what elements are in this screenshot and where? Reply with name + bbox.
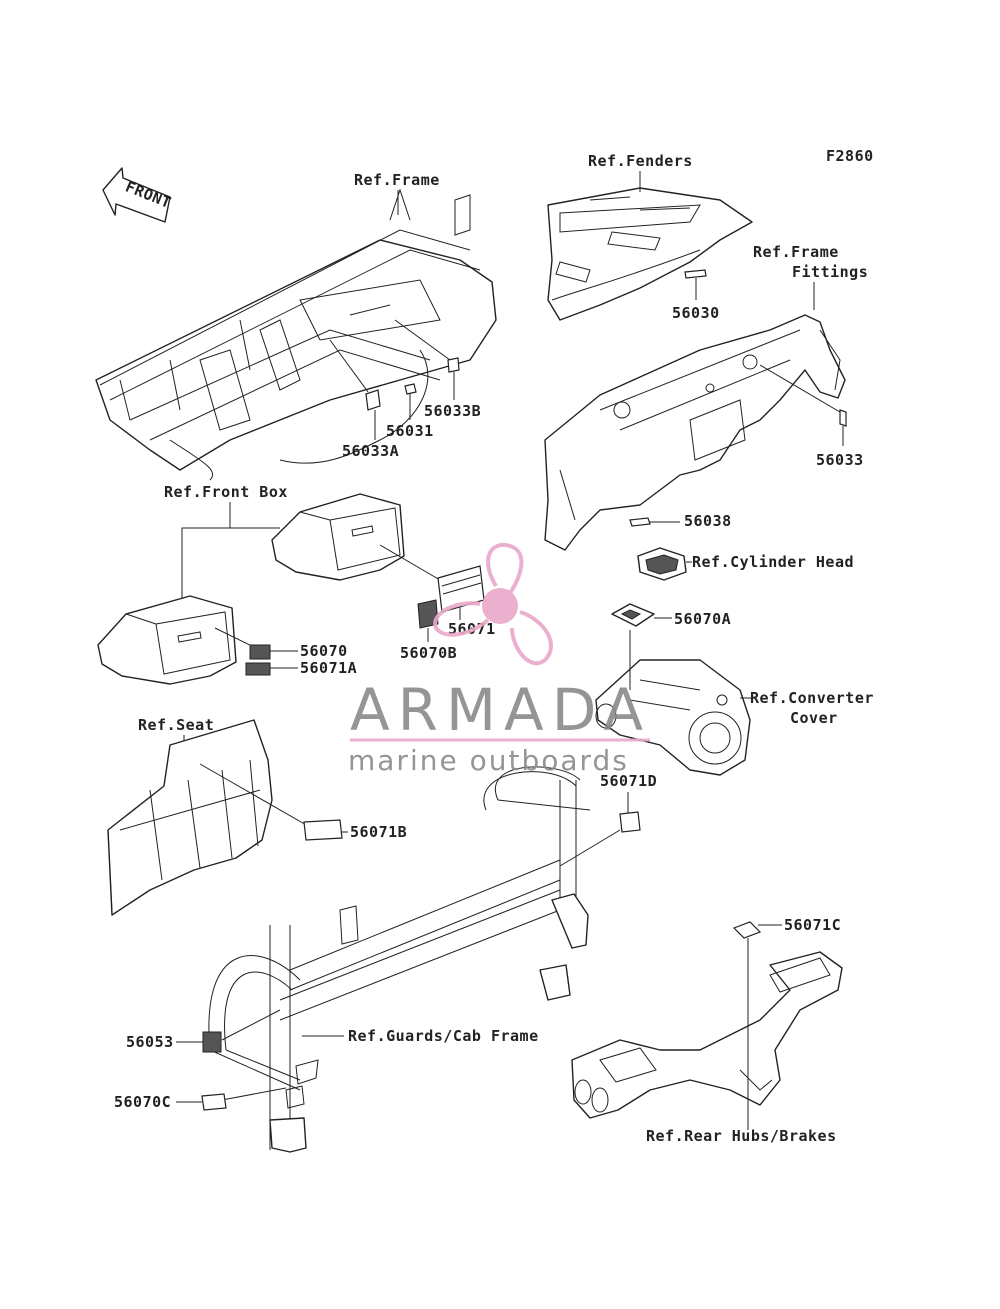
ref-frame-label: Ref.Frame <box>354 171 440 189</box>
ref-guards-cab-frame-label: Ref.Guards/Cab Frame <box>348 1027 539 1045</box>
armada-logo: ARMADA marine outboards <box>348 542 651 777</box>
figure-code: F2860 <box>826 147 874 165</box>
decal-56033B <box>447 357 460 373</box>
ref-fenders-label: Ref.Fenders <box>588 152 693 170</box>
ref-converter-cover-label-1: Ref.Converter <box>750 689 874 707</box>
decal-56030 <box>684 269 707 279</box>
watermark-tagline: marine outboards <box>348 744 629 777</box>
front-box-lower-illustration <box>97 595 237 685</box>
propeller-icon <box>433 542 553 666</box>
ref-seat-label: Ref.Seat <box>138 716 214 734</box>
part-56033B: 56033B <box>424 402 481 420</box>
part-56033: 56033 <box>816 451 864 469</box>
decal-56071D <box>619 811 641 833</box>
decal-56071A <box>245 662 271 676</box>
part-56070B: 56070B <box>400 644 457 662</box>
frame-fittings-illustration <box>544 314 846 551</box>
decal-56071B <box>303 819 343 841</box>
part-56053: 56053 <box>126 1033 174 1051</box>
cylinder-head-illustration <box>637 547 687 581</box>
part-56071C: 56071C <box>784 916 841 934</box>
rear-hubs-illustration <box>571 951 843 1119</box>
decal-56070 <box>249 644 271 660</box>
part-56071A: 56071A <box>300 659 357 677</box>
decal-56038 <box>629 517 651 527</box>
part-56071D: 56071D <box>600 772 657 790</box>
part-56070A: 56070A <box>674 610 731 628</box>
part-56071B: 56071B <box>350 823 407 841</box>
part-56033A: 56033A <box>342 442 399 460</box>
ref-frame-fittings-label-2: Fittings <box>792 263 868 281</box>
watermark-brand: ARMADA <box>350 676 651 744</box>
decal-56053 <box>202 1031 222 1053</box>
seat-illustration <box>107 719 273 916</box>
fenders-illustration <box>547 187 753 321</box>
part-56031: 56031 <box>386 422 434 440</box>
decal-56031 <box>404 383 417 395</box>
decal-56070B <box>417 599 439 629</box>
front-box-upper-illustration <box>271 493 405 581</box>
part-56070C: 56070C <box>114 1093 171 1111</box>
part-56030: 56030 <box>672 304 720 322</box>
decal-56033A <box>365 389 381 411</box>
ref-rear-hubs-brakes-label: Ref.Rear Hubs/Brakes <box>646 1127 837 1145</box>
ref-front-box-label: Ref.Front Box <box>164 483 288 501</box>
part-56070: 56070 <box>300 642 348 660</box>
front-arrow-icon: FRONT <box>102 167 174 223</box>
decal-56033 <box>839 409 847 427</box>
converter-cover-illustration <box>595 659 751 776</box>
part-56038: 56038 <box>684 512 732 530</box>
decal-56071C <box>732 921 762 939</box>
frame-illustration <box>95 188 497 481</box>
cab-frame-illustration <box>208 766 591 1153</box>
ref-cylinder-head-label: Ref.Cylinder Head <box>692 553 854 571</box>
ref-frame-fittings-label-1: Ref.Frame <box>753 243 839 261</box>
decal-56070C <box>201 1093 227 1111</box>
ref-converter-cover-label-2: Cover <box>790 709 838 727</box>
